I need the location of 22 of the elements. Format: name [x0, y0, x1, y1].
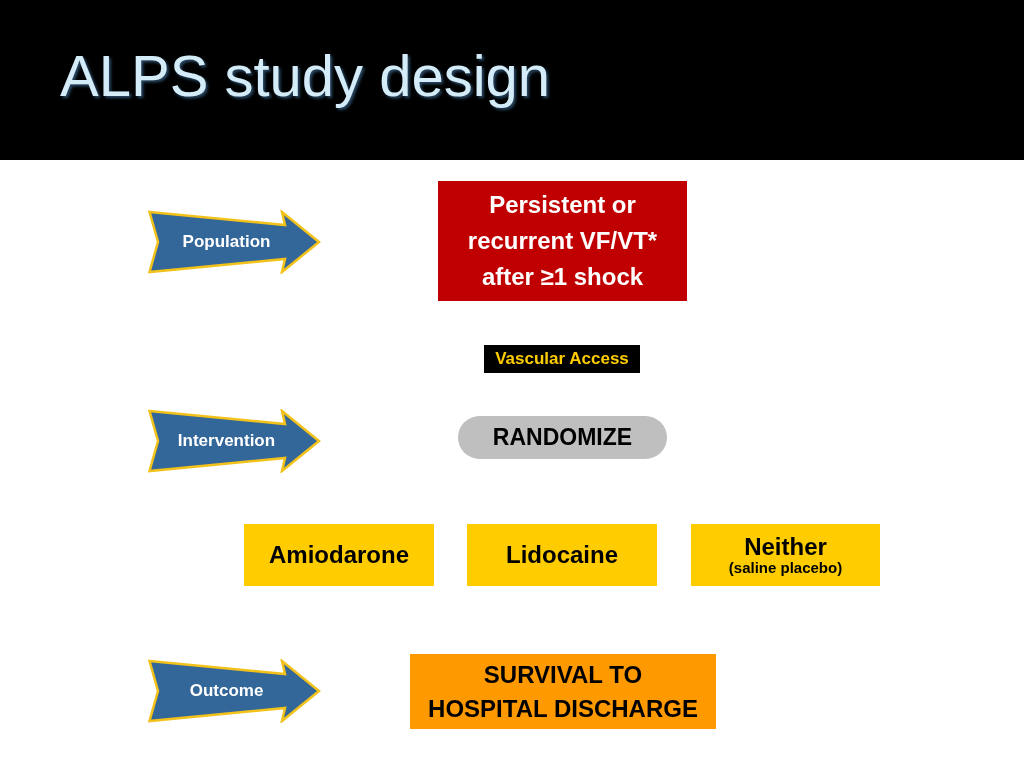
option-box	[244, 524, 434, 586]
box-label: Persistent or recurrent VF/VT* after ≥1 shock	[466, 190, 659, 292]
chevron-arrow	[148, 409, 321, 473]
arrow-label: Population	[182, 232, 271, 252]
rounded-box	[458, 416, 667, 459]
chevron-arrow	[148, 659, 321, 723]
arrow-label: Outcome	[189, 681, 264, 701]
box-label: Amiodarone	[269, 541, 409, 569]
option-box	[467, 524, 657, 586]
box-label: Neither	[744, 533, 827, 560]
option-box	[691, 524, 880, 586]
box-subtitle: (saline placebo)	[728, 559, 843, 577]
box-label: Lidocaine	[506, 541, 618, 569]
arrow-label: Intervention	[177, 431, 276, 451]
chevron-arrow	[148, 210, 321, 274]
box-label: RANDOMIZE	[492, 423, 633, 452]
slide-title: ALPS study design	[60, 44, 551, 108]
process-box	[438, 181, 687, 301]
box-label: Vascular Access	[495, 348, 629, 370]
box-label: SURVIVAL TO HOSPITAL DISCHARGE	[427, 659, 699, 724]
outcome-box	[410, 654, 716, 729]
step-label-box	[484, 345, 640, 373]
